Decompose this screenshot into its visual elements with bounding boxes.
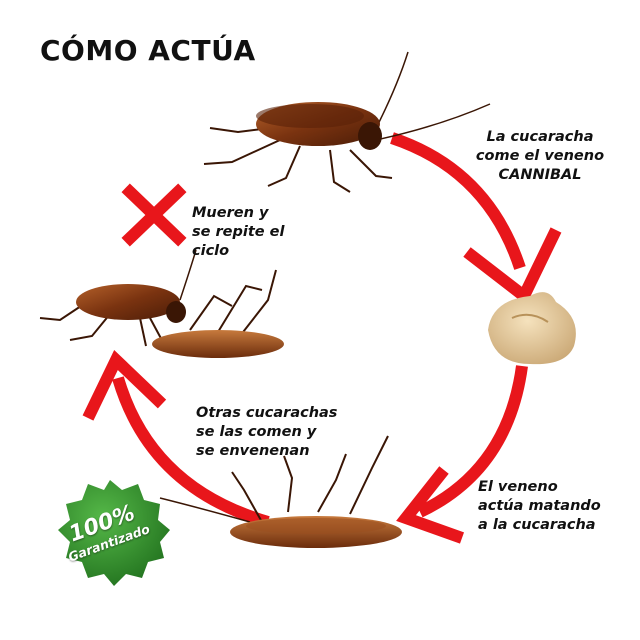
step-die-caption: Mueren y se repite el ciclo: [192, 204, 302, 261]
caption-line: come el veneno: [475, 148, 605, 164]
caption-line: Mueren y: [192, 205, 269, 221]
bait-icon: [488, 292, 576, 365]
cross-icon: [121, 183, 187, 247]
caption-line: se las comen y: [196, 424, 317, 440]
caption-line: La cucaracha: [486, 129, 594, 145]
cockroach-icon: [159, 435, 402, 548]
caption-line: actúa matando: [478, 498, 601, 514]
cockroach-icon: [203, 51, 491, 193]
page-title: CÓMO ACTÚA: [40, 34, 256, 67]
caption-line: se envenenan: [196, 443, 310, 459]
cycle-arrow-icon: [112, 132, 528, 528]
step-eat-caption: La cucaracha come el veneno CANNIBAL: [474, 128, 606, 185]
guarantee-badge-icon: [58, 480, 170, 586]
caption-line: Otras cucarachas: [196, 405, 338, 421]
cockroach-icon: [39, 249, 284, 358]
arrowheads: [82, 227, 562, 544]
caption-line: se repite el: [192, 224, 285, 240]
step-kill-caption: El veneno actúa matando a la cucaracha: [478, 478, 628, 535]
caption-line: El veneno: [478, 479, 558, 495]
caption-line: CANNIBAL: [498, 167, 582, 183]
step-others-caption: Otras cucarachas se las comen y se enven…: [196, 404, 386, 461]
caption-line: ciclo: [192, 243, 230, 259]
caption-line: a la cucaracha: [478, 517, 596, 533]
